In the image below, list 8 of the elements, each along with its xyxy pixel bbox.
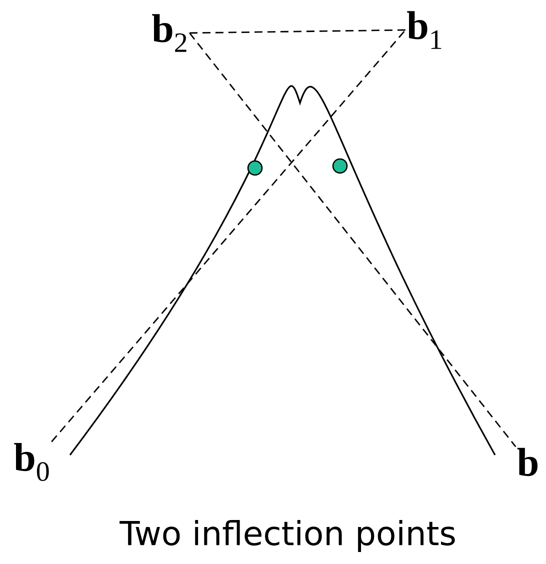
- point-label: b$_{0}$: [14, 442, 49, 482]
- control-polygon-line: [51, 30, 406, 442]
- point-label: b$_{2}$: [152, 14, 186, 52]
- caption: Two inflection points: [120, 520, 455, 552]
- point-label: b: [517, 448, 538, 476]
- point-label: b$_{1}$: [407, 11, 442, 49]
- control-polygon-line: [190, 29, 406, 34]
- control-polygon-line: [189, 32, 516, 448]
